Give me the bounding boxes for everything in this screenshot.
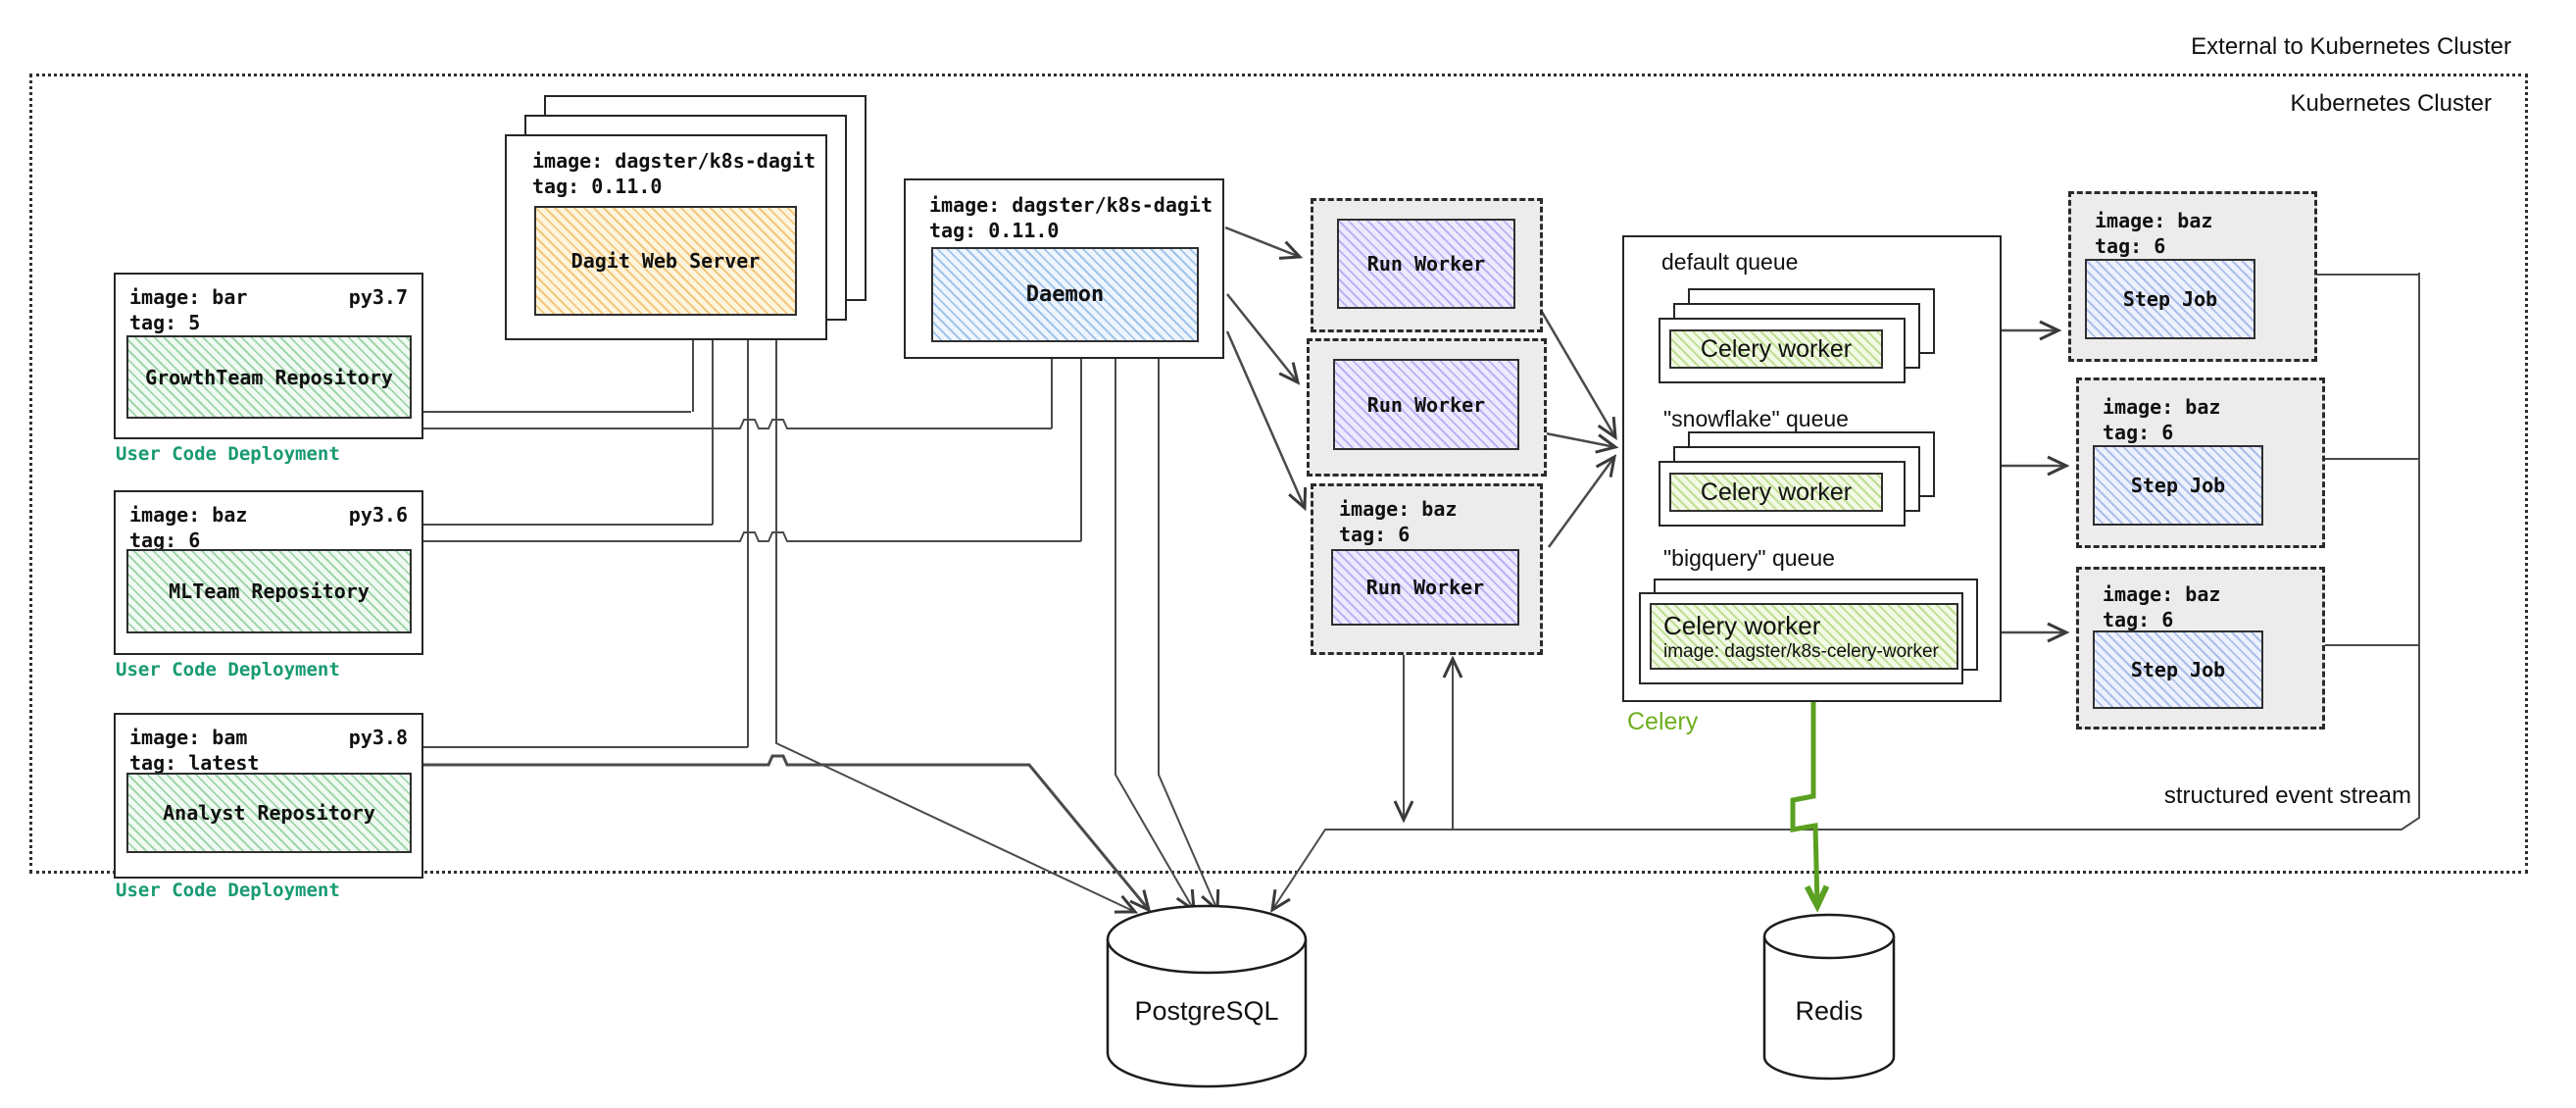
tag-label: tag: 5 bbox=[129, 311, 201, 334]
arrow-analyst-to-postgres bbox=[420, 754, 1152, 913]
image-label: image: dagster/k8s-dagit bbox=[929, 193, 1213, 217]
structured-event-stream-label: structured event stream bbox=[2163, 782, 2411, 809]
user-code-deployment-growth: image: bar py3.7 tag: 5 GrowthTeam Repos… bbox=[114, 273, 423, 439]
arrow-run-worker-2-to-celery bbox=[1545, 431, 1619, 454]
arrow-daemon-to-postgres-2 bbox=[1158, 355, 1220, 914]
user-code-deployment-caption: User Code Deployment bbox=[116, 659, 340, 680]
wire-ml-to-daemon bbox=[420, 531, 1081, 542]
python-version: py3.7 bbox=[348, 285, 408, 309]
celery-container: default queue Celery worker "snowflake" … bbox=[1622, 235, 2002, 702]
arrow-daemon-to-run-worker-2 bbox=[1226, 293, 1301, 385]
arrow-daemon-to-run-worker-3 bbox=[1225, 330, 1308, 512]
daemon: Daemon bbox=[931, 247, 1199, 342]
daemon-pod: image: dagster/k8s-dagit tag: 0.11.0 Dae… bbox=[904, 178, 1224, 359]
run-worker: Run Worker bbox=[1333, 359, 1519, 450]
step-job-pod-1: image: baz tag: 6 Step Job bbox=[2068, 191, 2317, 362]
tag-label: tag: 6 bbox=[2103, 421, 2174, 444]
kubernetes-cluster-boundary bbox=[29, 74, 2528, 874]
python-version: py3.8 bbox=[348, 726, 408, 749]
analyst-repository: Analyst Repository bbox=[126, 773, 412, 853]
celery-worker: Celery worker bbox=[1669, 329, 1883, 369]
user-code-deployment-caption: User Code Deployment bbox=[116, 880, 340, 901]
celery-worker: Celery worker bbox=[1663, 610, 1821, 640]
image-label: image: baz bbox=[129, 503, 248, 527]
celery-worker-default: Celery worker bbox=[1659, 318, 1906, 383]
tag-label: tag: 6 bbox=[129, 529, 201, 552]
step-job: Step Job bbox=[2085, 259, 2255, 339]
wire-growth-to-daemon bbox=[420, 419, 1052, 429]
growth-team-repository: GrowthTeam Repository bbox=[126, 335, 412, 419]
arrow-run-worker-3-to-celery bbox=[1547, 454, 1617, 548]
structured-event-stream-line bbox=[1270, 273, 2420, 913]
event-stream-wires bbox=[1270, 273, 2420, 913]
step-job-pod-3: image: baz tag: 6 Step Job bbox=[2076, 567, 2325, 730]
celery-worker: Celery worker bbox=[1669, 473, 1883, 512]
tag-label: tag: 6 bbox=[2103, 608, 2174, 631]
arrow-celery-to-redis bbox=[1790, 700, 1830, 913]
redis-cylinder bbox=[1762, 913, 1896, 1081]
user-code-deployment-caption: User Code Deployment bbox=[116, 443, 340, 465]
dagit-web-server-pod: image: dagster/k8s-dagit tag: 0.11.0 Dag… bbox=[505, 134, 827, 340]
kubernetes-cluster-label: Kubernetes Cluster bbox=[2290, 90, 2492, 117]
step-job: Step Job bbox=[2093, 445, 2263, 526]
arrow-run-worker-1-to-celery bbox=[1540, 311, 1617, 441]
tag-label: tag: latest bbox=[129, 751, 260, 775]
ml-team-repository: MLTeam Repository bbox=[126, 549, 412, 633]
arrow-daemon-to-postgres-1 bbox=[1115, 355, 1196, 914]
snowflake-queue-label: "snowflake" queue bbox=[1663, 406, 1849, 431]
image-label: image: baz bbox=[1339, 497, 1458, 521]
celery-worker-bigquery: Celery worker image: dagster/k8s-celery-… bbox=[1639, 592, 1963, 684]
run-worker-pod-1: Run Worker bbox=[1311, 198, 1543, 332]
image-label: image: baz bbox=[2103, 582, 2221, 606]
tag-label: tag: 6 bbox=[2095, 234, 2166, 258]
dagit-web-server: Dagit Web Server bbox=[534, 206, 797, 316]
run-worker-pod-3: image: baz tag: 6 Run Worker bbox=[1311, 483, 1543, 655]
user-code-deployment-analyst: image: bam py3.8 tag: latest Analyst Rep… bbox=[114, 713, 423, 879]
postgresql-label: PostgreSQL bbox=[1134, 996, 1279, 1026]
step-job: Step Job bbox=[2093, 630, 2263, 709]
bigquery-queue-label: "bigquery" queue bbox=[1663, 545, 1835, 571]
celery-caption: Celery bbox=[1627, 708, 1699, 735]
tag-label: tag: 0.11.0 bbox=[929, 219, 1060, 242]
celery-worker-image: image: dagster/k8s-celery-worker bbox=[1663, 640, 1939, 662]
default-queue-label: default queue bbox=[1661, 249, 1799, 275]
image-label: image: dagster/k8s-dagit bbox=[532, 149, 816, 173]
arrow-daemon-to-run-worker-1 bbox=[1224, 226, 1304, 260]
tag-label: tag: 0.11.0 bbox=[532, 175, 663, 198]
user-code-wires bbox=[420, 336, 1082, 748]
image-label: image: bam bbox=[129, 726, 248, 749]
image-label: image: baz bbox=[2095, 209, 2213, 232]
run-worker-pod-2: Run Worker bbox=[1307, 338, 1547, 477]
postgres-cylinder bbox=[1106, 904, 1308, 1088]
redis-label: Redis bbox=[1795, 996, 1863, 1026]
run-worker: Run Worker bbox=[1331, 549, 1519, 626]
celery-worker-snowflake: Celery worker bbox=[1659, 461, 1906, 527]
tag-label: tag: 6 bbox=[1339, 523, 1411, 546]
arrow-dagit-to-postgres bbox=[775, 336, 1139, 914]
user-code-deployment-ml: image: baz py3.6 tag: 6 MLTeam Repositor… bbox=[114, 490, 423, 655]
python-version: py3.6 bbox=[348, 503, 408, 527]
image-label: image: bar bbox=[129, 285, 248, 309]
run-worker: Run Worker bbox=[1337, 219, 1515, 309]
step-job-pod-2: image: baz tag: 6 Step Job bbox=[2076, 378, 2325, 548]
external-cluster-label: External to Kubernetes Cluster bbox=[2191, 33, 2511, 60]
image-label: image: baz bbox=[2103, 395, 2221, 419]
postgres-wires bbox=[420, 336, 1220, 914]
